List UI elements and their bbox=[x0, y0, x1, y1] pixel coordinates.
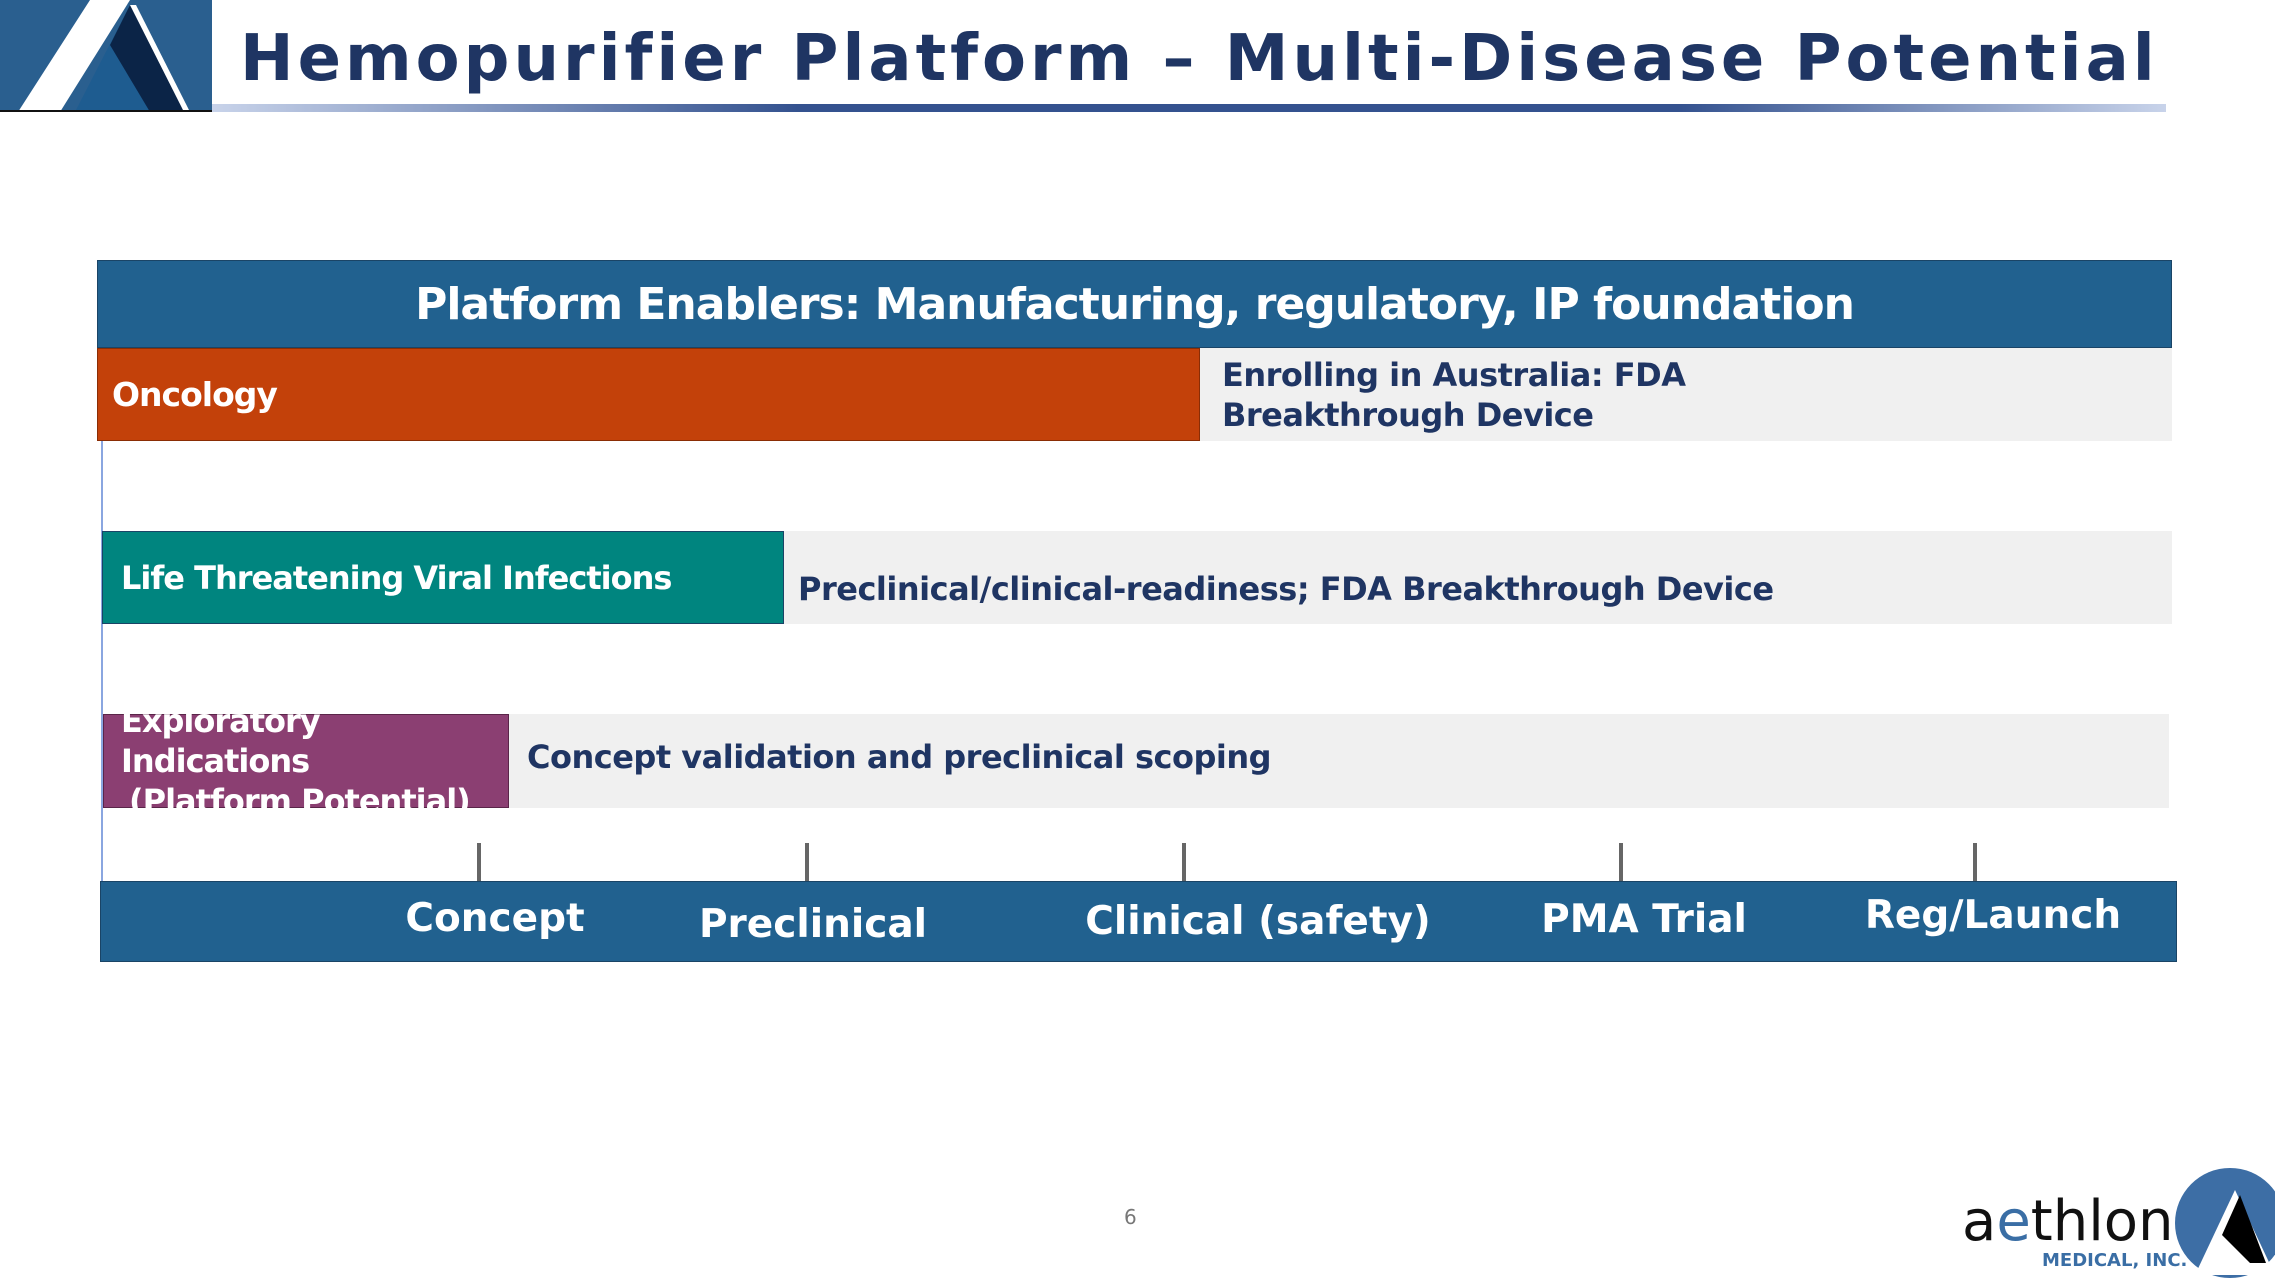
stage-pma-trial: PMA Trial bbox=[1541, 897, 1747, 942]
row-exploratory-status: Concept validation and preclinical scopi… bbox=[509, 714, 2169, 808]
stage-tick bbox=[1182, 843, 1186, 881]
row-exploratory-bar: Exploratory Indications (Platform Potent… bbox=[103, 702, 509, 820]
row-oncology-bar: Oncology bbox=[97, 348, 1200, 441]
stage-tick bbox=[1973, 843, 1977, 881]
status-line: Enrolling in Australia: FDA bbox=[1222, 355, 1686, 394]
aethlon-logo: aethlon MEDICAL, INC. bbox=[1960, 1165, 2275, 1280]
page-number: 6 bbox=[1124, 1205, 1137, 1229]
stage-tick bbox=[477, 843, 481, 881]
stage-axis-bar bbox=[100, 881, 2177, 962]
svg-text:aethlon: aethlon bbox=[1962, 1189, 2174, 1254]
timeline-left-line bbox=[101, 441, 103, 881]
stage-preclinical: Preclinical bbox=[698, 902, 928, 947]
row-label: Exploratory Indications bbox=[121, 702, 321, 780]
row-viral-status: Preclinical/clinical-readiness; FDA Brea… bbox=[784, 531, 2172, 624]
company-logo-mark bbox=[0, 0, 212, 112]
stage-reg-launch: Reg/Launch bbox=[1864, 893, 2122, 938]
row-oncology-status: Enrolling in Australia: FDA Breakthrough… bbox=[1200, 348, 2172, 441]
svg-text:MEDICAL, INC.: MEDICAL, INC. bbox=[2042, 1250, 2187, 1271]
page-title: Hemopurifier Platform – Multi-Disease Po… bbox=[240, 22, 2159, 96]
stage-clinical: Clinical (safety) bbox=[1085, 899, 1431, 944]
row-label: (Platform Potential) bbox=[129, 782, 471, 820]
row-viral-bar: Life Threatening Viral Infections bbox=[102, 531, 784, 624]
status-line: Breakthrough Device bbox=[1222, 395, 1594, 434]
stage-tick bbox=[1619, 843, 1623, 881]
stage-concept: Concept bbox=[405, 896, 585, 941]
title-underline bbox=[212, 104, 2166, 112]
platform-enablers-bar: Platform Enablers: Manufacturing, regula… bbox=[97, 260, 2172, 348]
stage-tick bbox=[805, 843, 809, 881]
